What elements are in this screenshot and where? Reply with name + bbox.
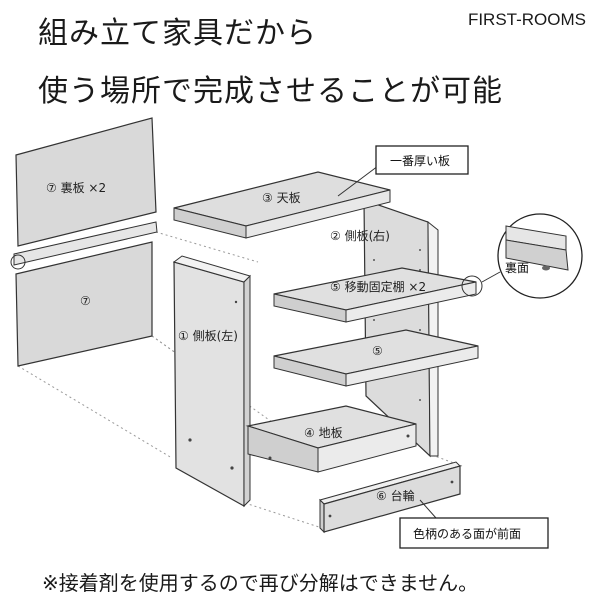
back-board-joint-strip [10, 221, 158, 270]
callout-thickest-text: 一番厚い板 [390, 154, 450, 168]
back-board-lower: ⑦ [15, 241, 153, 367]
shelf-detail-marker [461, 275, 483, 297]
top-board: ③ 天板 [173, 171, 391, 239]
callout-thickest-board: 一番厚い板 [337, 145, 469, 197]
bottom-board: ④ 地板 [245, 405, 417, 473]
back-side-detail: 裏面 [497, 213, 583, 299]
back-board-lower-label: ⑦ [80, 294, 91, 308]
base-label: ⑥ 台輪 [376, 488, 415, 503]
bottom-board-label: ④ 地板 [304, 426, 343, 440]
callout-front-face: 色柄のある面が前面 [399, 499, 549, 549]
side-left-label: ① 側板(左) [178, 328, 238, 343]
joint-detail-marker [10, 254, 26, 270]
movable-shelf-upper: ⑤ 移動固定棚 ×2 [273, 267, 501, 323]
side-panel-left: ① 側板(左) [172, 255, 251, 508]
back-board-label: ⑦ 裏板 ×2 [46, 180, 106, 195]
headline-line-1: 組み立て家具だから [38, 16, 317, 51]
movable-shelf-label: ⑤ 移動固定棚 ×2 [330, 279, 426, 294]
headline-line-2: 使う場所で完成させることが可能 [38, 74, 503, 109]
shelf-lower-label: ⑤ [372, 344, 383, 358]
back-board-upper: ⑦ 裏板 ×2 [15, 117, 157, 247]
shelf-lower: ⑤ [273, 329, 479, 387]
base-plinth: ⑥ 台輪 [319, 461, 461, 534]
top-board-label: ③ 天板 [262, 191, 301, 205]
footnote: ※接着剤を使用するので再び分解はできません。 [42, 571, 479, 595]
side-right-label: ② 側板(右) [330, 228, 390, 243]
callout-front-face-text: 色柄のある面が前面 [413, 526, 521, 541]
callout-back-side-text: 裏面 [505, 260, 529, 275]
brand-name: FIRST-ROOMS [467, 10, 586, 29]
